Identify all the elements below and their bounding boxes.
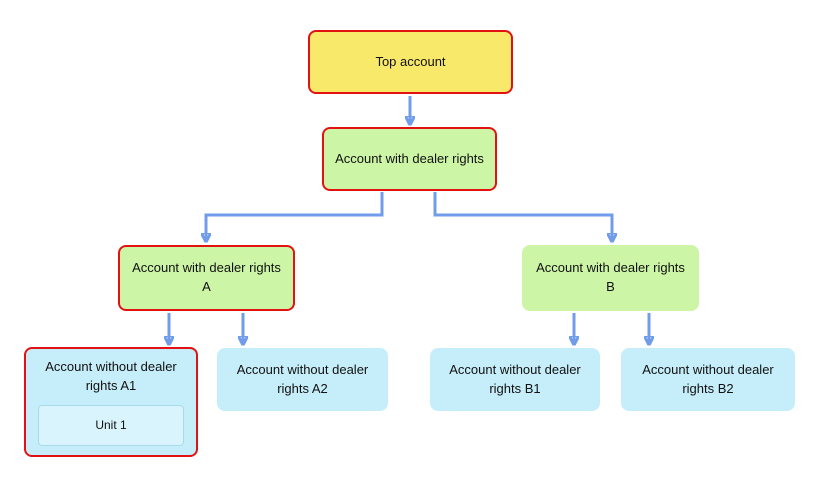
node-account-without-dealer-rights-a2: Account without dealer rights A2 — [217, 348, 388, 411]
node-account-without-dealer-rights-b1: Account without dealer rights B1 — [430, 348, 600, 411]
node-account-without-dealer-rights-b1-label: Account without dealer rights B1 — [449, 361, 581, 396]
node-account-without-dealer-rights-a1: Account without dealer rights A1 Unit 1 — [24, 347, 198, 457]
node-top-account: Top account — [308, 30, 513, 94]
subnode-unit-1: Unit 1 — [38, 405, 184, 446]
node-account-with-dealer-rights: Account with dealer rights — [322, 127, 497, 191]
edge-dealer-to-dealer-a — [206, 192, 384, 239]
node-a1-label-area: Account without dealer rights A1 — [26, 349, 196, 405]
edge-dealer-to-dealer-b — [433, 192, 612, 239]
node-account-with-dealer-rights-label: Account with dealer rights — [335, 150, 484, 166]
node-account-with-dealer-rights-a: Account with dealer rights A — [118, 245, 295, 311]
node-account-without-dealer-rights-a1-label: Account without dealer rights A1 — [45, 359, 177, 393]
node-top-account-label: Top account — [375, 53, 446, 69]
node-account-with-dealer-rights-b-label: Account with dealer rights B — [536, 260, 685, 294]
node-account-with-dealer-rights-a-label: Account with dealer rights A — [132, 260, 281, 294]
subnode-unit-1-label: Unit 1 — [95, 417, 127, 432]
node-account-without-dealer-rights-b2: Account without dealer rights B2 — [621, 348, 795, 411]
node-account-without-dealer-rights-b2-label: Account without dealer rights B2 — [642, 361, 774, 396]
node-account-without-dealer-rights-a2-label: Account without dealer rights A2 — [236, 361, 369, 396]
node-account-with-dealer-rights-b: Account with dealer rights B — [522, 245, 699, 311]
